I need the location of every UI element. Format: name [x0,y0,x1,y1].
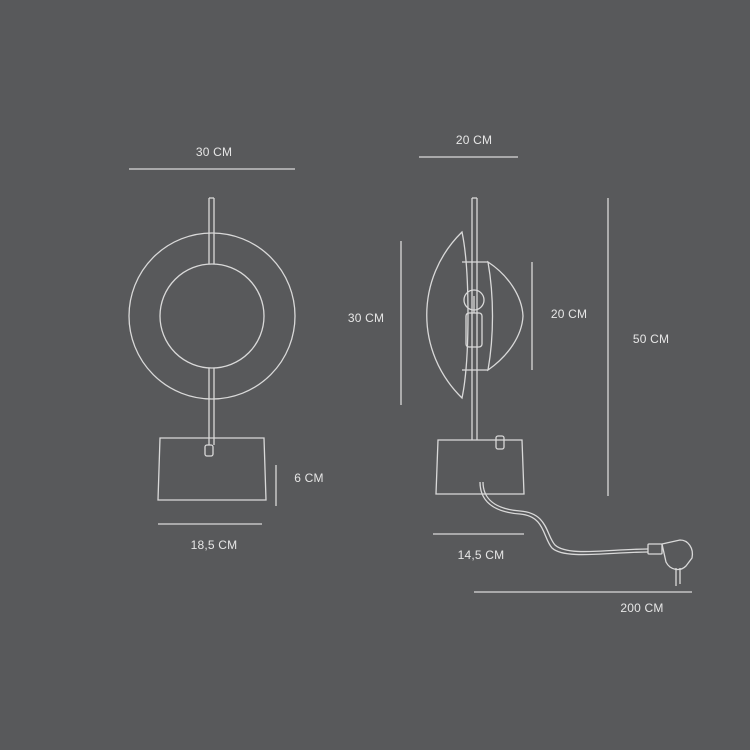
side-cable [479,481,649,556]
side-inner-shade-label: 20 CM [550,307,588,321]
side-cable-2 [482,481,649,553]
side-shade-outer [426,230,469,400]
side-view-lamp [426,197,694,586]
side-switch [495,435,505,450]
side-width-label: 20 CM [455,133,493,147]
front-view-lamp [128,197,296,501]
front-base-height-label: 6 CM [294,471,324,485]
side-base-width-label: 14,5 CM [457,548,505,562]
plug-icon [647,539,694,586]
side-base [435,439,525,495]
front-switch [204,444,214,457]
front-shade-inner [159,263,265,369]
side-shade-inner [487,260,524,372]
front-shade-outer [128,232,296,400]
front-width-label: 30 CM [195,145,233,159]
cable-length-label: 200 CM [620,601,664,615]
side-total-height-label: 50 CM [632,332,670,346]
front-base-width-label: 18,5 CM [190,538,238,552]
side-shade-height-label: 30 CM [347,311,385,325]
front-base [157,437,267,501]
